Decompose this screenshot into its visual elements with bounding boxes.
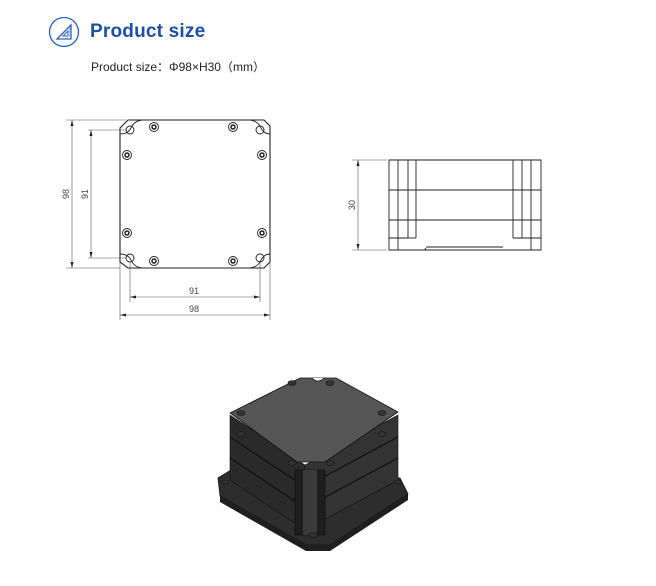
dim-inner-horizontal: 91 (189, 286, 199, 296)
dim-height: 30 (347, 200, 357, 210)
section-title: Product size (90, 21, 206, 42)
dim-outer-horizontal: 98 (189, 304, 199, 314)
isometric-product-render (217, 377, 409, 551)
dim-outer-vertical: 98 (61, 189, 71, 199)
section-header: Product size (48, 16, 205, 48)
dim-inner-vertical: 91 (80, 189, 90, 199)
side-view-drawing: 30 (347, 159, 542, 251)
product-size-spec: Product size：Φ98×H30（mm） (91, 60, 265, 74)
set-square-ruler-icon (48, 16, 80, 48)
top-view-drawing: 98 91 91 98 (61, 119, 271, 320)
